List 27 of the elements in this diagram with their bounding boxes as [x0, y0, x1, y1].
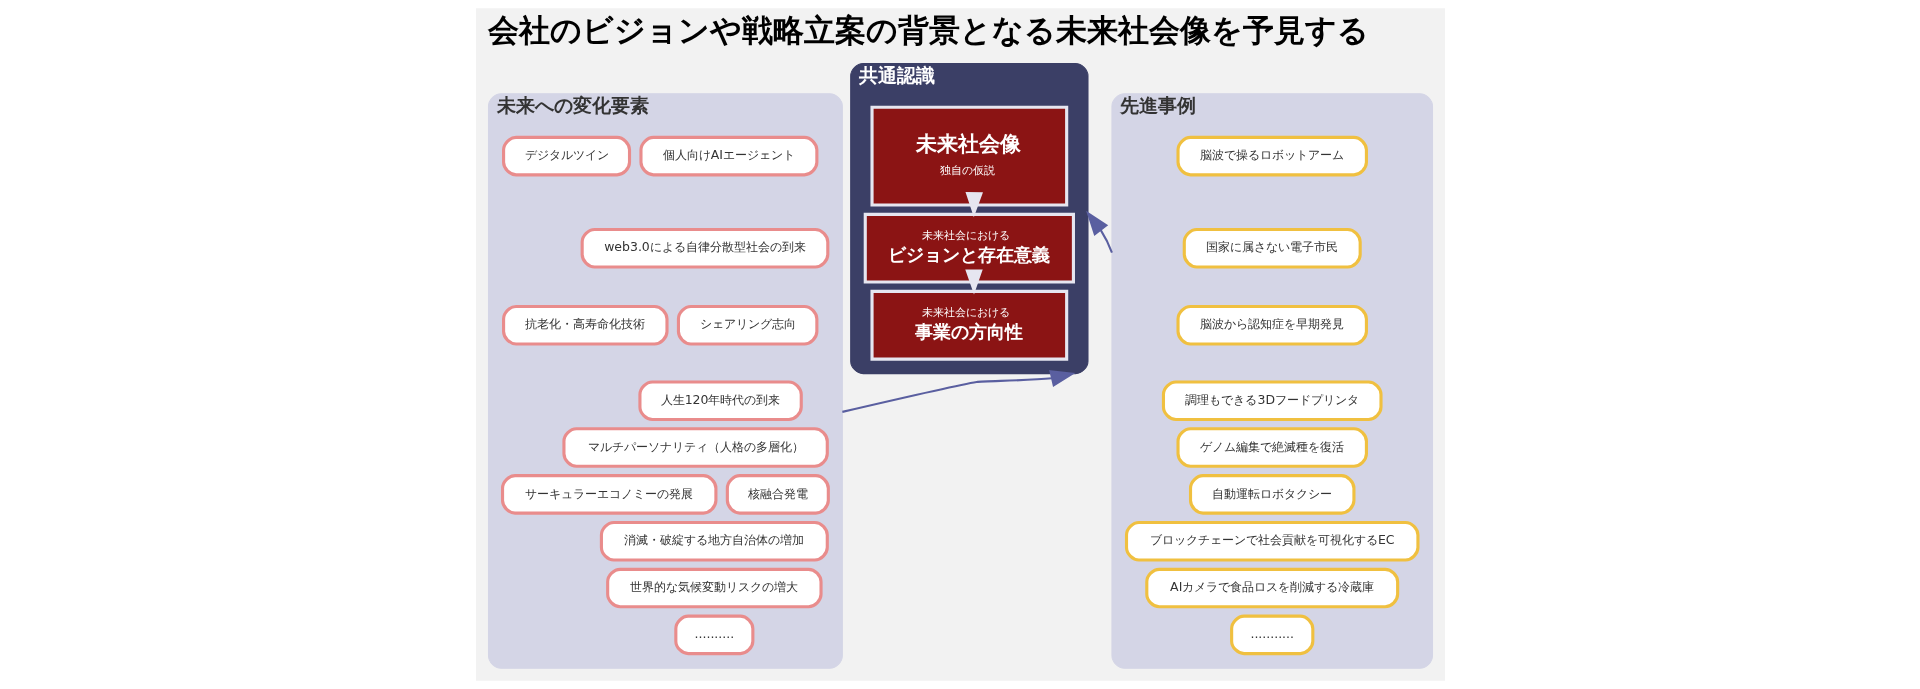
node-box: 人生120年時代の到来: [637, 380, 803, 421]
node-box: 脳波から認知症を早期発見: [1175, 304, 1368, 346]
node-box: 未来社会における 事業の方向性: [869, 289, 1068, 361]
node-box: 個人向けAIエージェント: [638, 135, 818, 177]
node-box: 調理もできる3Dフードプリンタ: [1161, 380, 1383, 421]
node-box: web3.0による自律分散型社会の到来: [580, 227, 829, 269]
node-box: サーキュラーエコノミーの発展: [500, 474, 717, 515]
arrow: [841, 370, 1075, 413]
arrow: [965, 192, 983, 218]
arrow: [1085, 210, 1113, 254]
node-box: シェアリング志向: [676, 304, 818, 346]
node-box: ...........: [1229, 614, 1314, 656]
node-box: ..........: [673, 614, 754, 656]
node-box: マルチパーソナリティ（人格の多層化）: [561, 427, 829, 468]
arrow: [964, 269, 983, 295]
node-box: 脳波で操るロボットアーム: [1175, 135, 1368, 177]
node-box: 国家に属さない電子市民: [1182, 227, 1362, 269]
node-box: 核融合発電: [725, 474, 830, 515]
node-box: ゲノム編集で絶滅種を復活: [1175, 427, 1368, 468]
node-box: 抗老化・高寿命化技術: [501, 304, 669, 346]
node-box: ブロックチェーンで社会貢献を可視化するEC: [1124, 520, 1419, 562]
node-box: 世界的な気候変動リスクの増大: [605, 567, 823, 609]
node-box: 消滅・破綻する地方自治体の増加: [599, 520, 829, 562]
node-box: デジタルツイン: [501, 135, 631, 177]
node-box: 自動運転ロボタクシー: [1188, 474, 1355, 515]
node-box: AIカメラで食品ロスを削減する冷蔵庫: [1144, 567, 1399, 609]
diagram-title: 会社のビジョンや戦略立案の背景となる未来社会像を予見する: [487, 11, 1369, 48]
